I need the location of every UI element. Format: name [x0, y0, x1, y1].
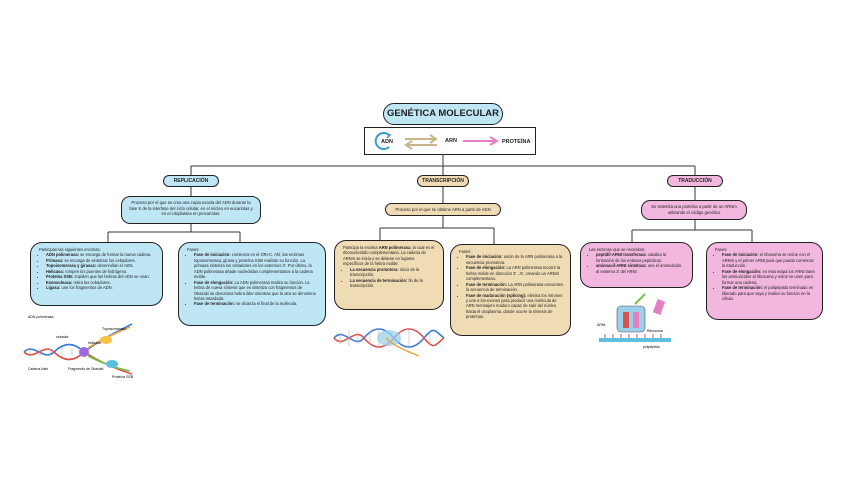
- transcripcion-label: TRANSCRIPCIÓN: [417, 175, 469, 187]
- arn-label: ARN: [445, 138, 457, 144]
- page-title: GENÉTICA MOLECULAR: [383, 103, 503, 125]
- replicacion-enzymes-intro: Participan las siguientes enzimas:: [39, 247, 101, 252]
- list-item: ADN polimerasa: se encarga de formar la …: [46, 252, 155, 257]
- adn-label: ADN: [381, 139, 393, 145]
- proteina-label: PROTEÍNA: [502, 139, 531, 145]
- list-item: Fase de terminación: el polipéptido term…: [722, 285, 815, 301]
- translation-illustration: ARNt Ribosoma polipéptido: [597, 293, 671, 349]
- list-item: Fase de iniciación: unión de la ARN poli…: [466, 254, 563, 265]
- list-item: Fase de terminación: La ARN polimerasa e…: [466, 282, 563, 293]
- list-item: Fase de elongación: La ARN polimerasa re…: [466, 265, 563, 281]
- traduccion-phases-panel: Fases: Fase de iniciación: el ribosoma s…: [706, 242, 823, 320]
- image-label: ARNt: [597, 323, 605, 327]
- list-item: Proteína SSB: impiden que las hebras del…: [46, 274, 155, 279]
- replicacion-enzymes-panel: Participan las siguientes enzimas: ADN p…: [30, 242, 163, 306]
- image-label: ADN polimerasa: [28, 315, 54, 319]
- list-item: peptidil-ARNt transferasa: cataliza la f…: [596, 252, 685, 263]
- image-label: Fragmento de Okazaki: [68, 367, 104, 371]
- traduccion-enzymes-panel: Las enzimas que se necesitan: peptidil-A…: [580, 242, 693, 288]
- list-item: Helicasa: rompen los puentes de hidrógen…: [46, 269, 155, 274]
- transcription-arrows-icon: [404, 134, 438, 150]
- list-item: Fase de iniciación: el ribosoma se reúne…: [722, 252, 815, 268]
- list-item: La secuencia promotora: inicio de la tra…: [350, 267, 436, 278]
- list-item: Exonucleasa: retira los cebadores.: [46, 280, 155, 285]
- traduccion-label: TRADUCCIÓN: [667, 175, 723, 187]
- image-label: cebador: [56, 335, 69, 339]
- traduccion-description: Se sintetiza una proteína a partir de un…: [641, 200, 747, 220]
- image-label: Cadena líder: [28, 367, 49, 371]
- replicacion-description: Proceso por el que se crea una copia exa…: [121, 196, 261, 224]
- list-item: Fase de terminación: se alcanza el final…: [194, 301, 318, 306]
- transcription-illustration: [333, 328, 445, 357]
- transcripcion-description: Proceso por el que se obtiene ARN a part…: [385, 203, 501, 216]
- list-item: La secuencia de terminación: fin de la t…: [350, 278, 436, 289]
- replicacion-label: REPLICACIÓN: [163, 175, 219, 187]
- replicacion-phases-intro: Fases:: [187, 247, 200, 252]
- central-dogma-box: ADN ARN PROTEÍNA: [364, 127, 536, 155]
- adn-arrow-icon: [374, 132, 392, 150]
- list-item: Fase de elongación: La ADN polimerasa re…: [194, 280, 318, 302]
- replication-illustration: ADN polimerasa Topoisomerasa helicasa Fr…: [23, 315, 134, 379]
- list-item: Topoisomerasa y girasas: desenrollan el …: [46, 263, 155, 268]
- list-item: Primasa: se encarga de sintetizar los ce…: [46, 258, 155, 263]
- list-item: Fase de maduración (splicing): elimina l…: [466, 293, 563, 320]
- traduccion-enzymes-intro: Las enzimas que se necesitan:: [589, 247, 646, 252]
- image-label: Topoisomerasa: [102, 327, 126, 331]
- traduccion-phases-intro: Fases:: [715, 247, 728, 252]
- image-label: helicasa: [88, 341, 101, 345]
- image-label: polipéptido: [643, 345, 660, 349]
- replicacion-phases-panel: Fases: Fase de iniciación: comienza en e…: [178, 242, 326, 326]
- transcripcion-phases-intro: Fases:: [459, 249, 472, 254]
- translation-arrow-icon: [463, 136, 500, 146]
- list-item: Fase de elongación: en esta etapa los AR…: [722, 269, 815, 285]
- image-label: Ribosoma: [647, 329, 663, 333]
- transcripcion-phases-panel: Fases: Fase de iniciación: unión de la A…: [450, 244, 571, 336]
- list-item: aminoacil-ARNt sintetasa: une el aminoác…: [596, 263, 685, 274]
- image-label: Proteína SSB: [112, 375, 134, 379]
- transcripcion-enzyme-panel: Participa la enzima ARN polimerasa, la c…: [334, 240, 444, 310]
- list-item: Fase de iniciación: comienza en el ORI-C…: [194, 252, 318, 279]
- list-item: Ligasa: une los fragmentos de ADN.: [46, 285, 155, 290]
